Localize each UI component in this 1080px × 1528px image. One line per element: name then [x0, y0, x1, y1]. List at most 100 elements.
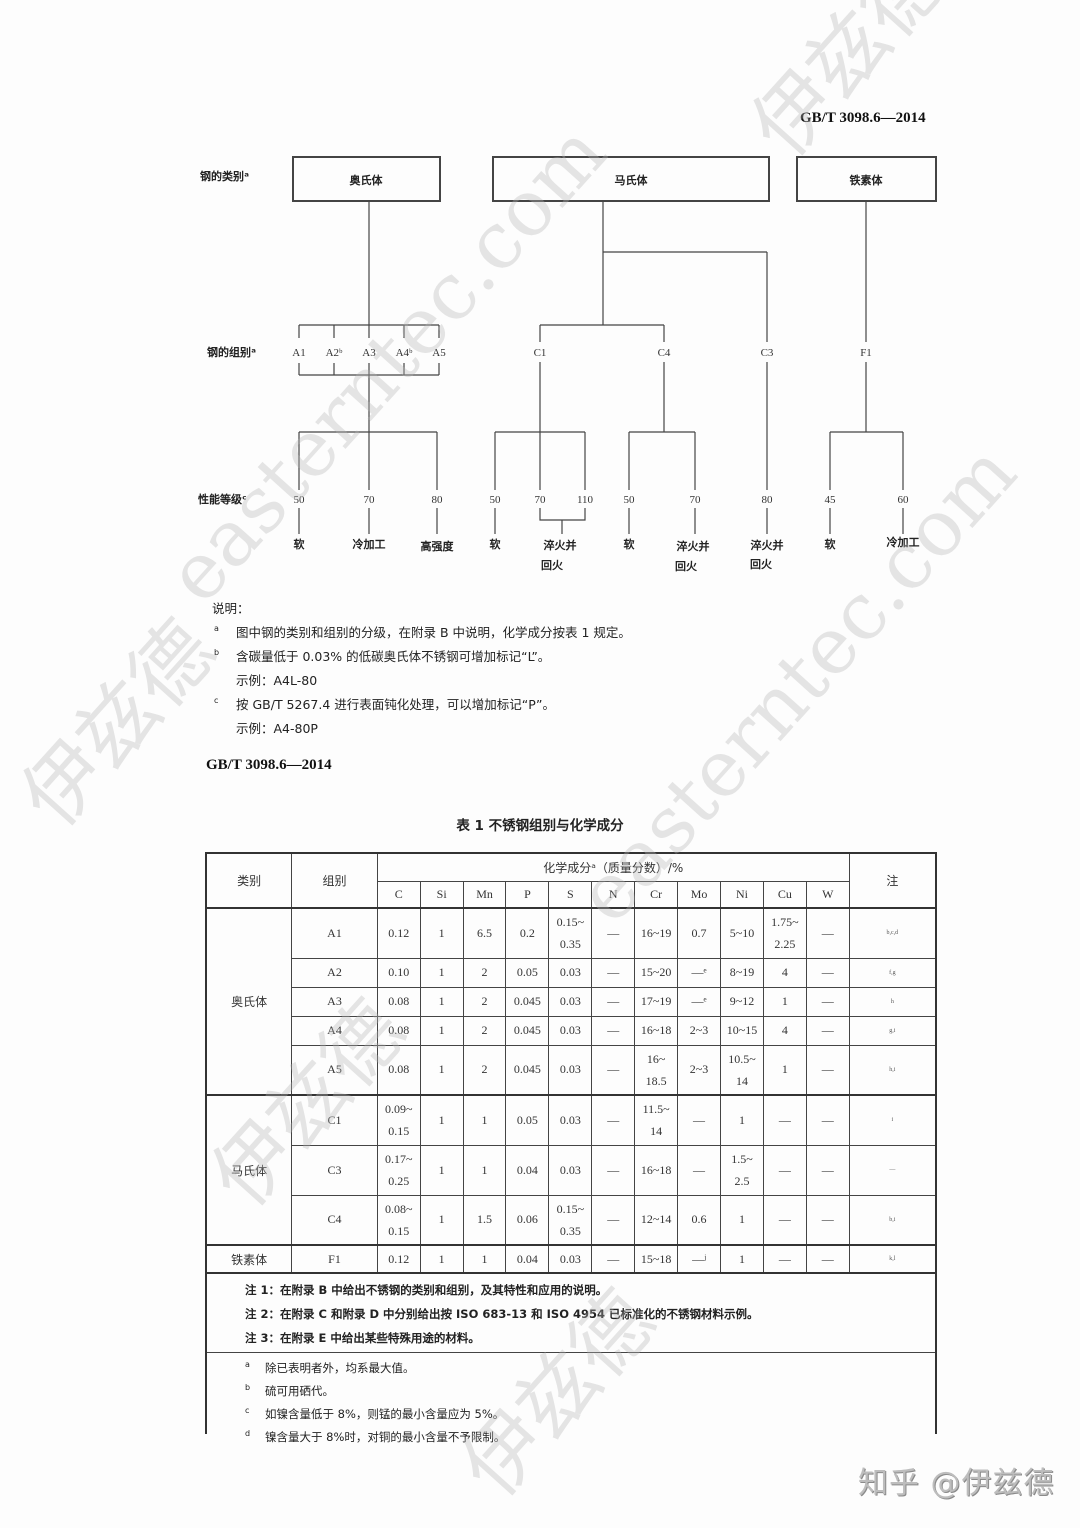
value-mn: 2 [462, 986, 507, 1017]
header-element-p: P [505, 880, 550, 909]
value-p: 0.2 [505, 907, 550, 959]
value-ni: 1 [720, 1094, 764, 1146]
zhihu-watermark: 知乎 @伊兹德 [858, 1466, 1055, 1501]
condition-label: 软 [624, 537, 636, 551]
value-c: 0.08 [376, 1015, 421, 1046]
header-group: 组别 [291, 852, 378, 909]
value-ni: 8~19 [720, 957, 764, 988]
value-n: — [591, 1244, 636, 1274]
category-martensitic: 马氏体 [205, 1094, 293, 1246]
value-p: 0.06 [505, 1194, 550, 1246]
value-c: 0.12 [376, 1244, 421, 1274]
note-ref: k,l [848, 1244, 937, 1274]
value-mn: 2 [462, 1015, 507, 1046]
value-ni: 10~15 [720, 1015, 764, 1046]
group-A5: A5 [432, 347, 446, 359]
value-cr: 17~19 [634, 986, 679, 1017]
value-mo: —ʲ [677, 1244, 721, 1274]
note-3: 注 3：在附录 E 中给出某些特殊用途的材料。 [245, 1331, 480, 1345]
category-ferritic: 铁素体 [205, 1244, 293, 1274]
condition-label: 回火 [541, 558, 564, 572]
grade-value: 70 [690, 494, 702, 506]
value-s: 0.03 [548, 1144, 593, 1196]
table-title: 表 1 不锈钢组别与化学成分 [456, 818, 624, 834]
standard-number-header: GB/T 3098.6—2014 [206, 757, 332, 773]
condition-label: 淬火并 [677, 539, 710, 553]
value-s: 0.03 [548, 1244, 593, 1274]
group-A2: A2ᵇ [326, 347, 343, 359]
value-n: — [591, 1044, 636, 1096]
value-cu: — [762, 1244, 807, 1274]
value-mo: 2~3 [677, 1044, 721, 1096]
value-p: 0.04 [505, 1244, 550, 1274]
header-element-n: N [591, 880, 636, 909]
value-n: — [591, 957, 636, 988]
row-label-group: 钢的组别ᵃ [207, 345, 256, 359]
value-n: — [591, 907, 636, 959]
value-w: — [805, 957, 850, 988]
value-si: 1 [419, 1194, 464, 1246]
category-ferritic: 铁素体 [850, 173, 884, 187]
value-w: — [805, 1094, 850, 1146]
grade-value: 50 [294, 494, 306, 506]
note-ref: — [848, 1144, 937, 1196]
note-ref: b,i [848, 1194, 937, 1246]
value-cr: 11.5~14 [634, 1094, 679, 1146]
footnote-mark: a [214, 624, 219, 633]
value-si: 1 [419, 957, 464, 988]
group-C1: C1 [534, 347, 547, 359]
note-2: 注 2：在附录 C 和附录 D 中分别给出按 ISO 683-13 和 ISO … [245, 1307, 759, 1321]
value-mo: 0.6 [677, 1194, 721, 1246]
condition-label: 淬火并 [544, 538, 577, 552]
value-w: — [805, 1144, 850, 1196]
note-ref: i [848, 1094, 937, 1146]
value-s: 0.15~0.35 [548, 907, 593, 959]
value-ni: 9~12 [720, 986, 764, 1017]
note-ref: h [848, 986, 937, 1017]
value-mo: 0.7 [677, 907, 721, 959]
value-c: 0.10 [376, 957, 421, 988]
value-mo: — [677, 1094, 721, 1146]
value-c: 0.08 [376, 1044, 421, 1096]
footnote-mark: c [214, 696, 219, 705]
value-c: 0.08 [376, 986, 421, 1017]
value-s: 0.03 [548, 986, 593, 1017]
value-p: 0.045 [505, 1044, 550, 1096]
grade-value: 45 [825, 494, 837, 506]
value-mo: — [677, 1144, 721, 1196]
value-s: 0.03 [548, 1015, 593, 1046]
note-1: 注 1：在附录 B 中给出不锈钢的类别和组别，及其特性和应用的说明。 [245, 1283, 608, 1297]
value-mo: —ᵉ [677, 957, 721, 988]
category-austenitic: 奥氏体 [205, 907, 293, 1096]
value-p: 0.05 [505, 1094, 550, 1146]
value-si: 1 [419, 986, 464, 1017]
group-cell: A5 [291, 1044, 378, 1096]
value-c: 0.09~0.15 [376, 1094, 421, 1146]
group-A4: A4ᵇ [396, 347, 413, 359]
header-element-ni: Ni [720, 880, 764, 909]
value-w: — [805, 1194, 850, 1246]
value-w: — [805, 907, 850, 959]
value-cr: 16~18.5 [634, 1044, 679, 1096]
value-si: 1 [419, 1144, 464, 1196]
condition-label: 高强度 [421, 539, 455, 553]
value-cu: — [762, 1194, 807, 1246]
value-w: — [805, 1015, 850, 1046]
value-s: 0.03 [548, 1094, 593, 1146]
grade-value: 60 [898, 494, 910, 506]
value-w: — [805, 1044, 850, 1096]
value-si: 1 [419, 1244, 464, 1274]
group-cell: C1 [291, 1094, 378, 1146]
watermark-name: 伊兹德 [3, 603, 234, 845]
value-si: 1 [419, 1094, 464, 1146]
diagram-legend: 说明： a 图中钢的类别和组别的分级，在附录 B 中说明，化学成分按表 1 规定… [212, 597, 631, 741]
value-cu: 1.75~2.25 [762, 907, 807, 959]
value-mo: —ᵉ [677, 986, 721, 1017]
grade-value: 70 [535, 494, 547, 506]
value-s: 0.15~0.35 [548, 1194, 593, 1246]
